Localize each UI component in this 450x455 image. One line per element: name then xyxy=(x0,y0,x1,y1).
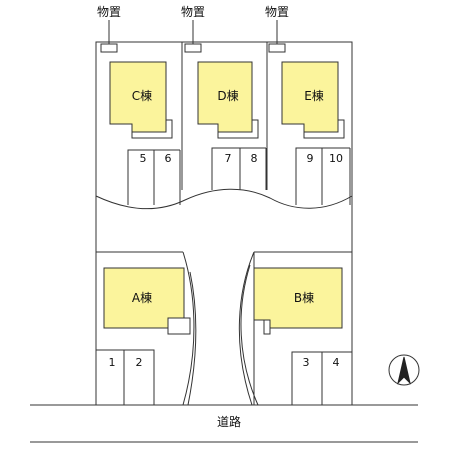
parking-space-number: 8 xyxy=(251,152,258,165)
building-label: C棟 xyxy=(132,88,152,103)
building-label: D棟 xyxy=(217,88,238,103)
storage-shed-c: 物置 xyxy=(97,5,121,53)
parking-space-number: 4 xyxy=(333,356,340,369)
parking-space-number: 10 xyxy=(329,152,343,165)
building-c: C棟 xyxy=(109,61,173,139)
parking-space-number: 2 xyxy=(136,356,143,369)
building-b: B棟 xyxy=(253,267,343,335)
parking-space-number: 1 xyxy=(109,356,116,369)
internal-road-edge-top xyxy=(95,188,353,209)
compass-north-arrow-icon xyxy=(388,354,420,386)
road-label: 道路 xyxy=(217,414,241,429)
driveway-curve-left-inner xyxy=(187,271,197,406)
building-label: A棟 xyxy=(132,290,152,305)
storage-label: 物置 xyxy=(181,5,205,19)
building-label: B棟 xyxy=(294,290,314,305)
parking-space-number: 9 xyxy=(307,152,314,165)
parking-space-number: 5 xyxy=(140,152,147,165)
parking-group-7-8: 7 8 xyxy=(211,147,267,190)
parking-group-3-4: 3 4 xyxy=(291,351,352,405)
building-a: A棟 xyxy=(103,267,191,335)
storage-label: 物置 xyxy=(97,5,121,19)
parking-space-number: 7 xyxy=(225,152,232,165)
driveway-curve-right-inner xyxy=(240,264,259,406)
parking-group-9-10: 9 10 xyxy=(295,147,351,205)
parking-group-1-2: 1 2 xyxy=(96,349,155,405)
parking-space-number: 6 xyxy=(165,152,172,165)
storage-shed-d: 物置 xyxy=(181,5,205,53)
storage-shed-e: 物置 xyxy=(265,5,289,53)
storage-label: 物置 xyxy=(265,5,289,19)
building-e: E棟 xyxy=(281,61,345,139)
parking-group-5-6: 5 6 xyxy=(127,149,181,205)
parking-space-number: 3 xyxy=(303,356,310,369)
driveway-curve-left xyxy=(182,251,195,406)
driveway-curve-right xyxy=(238,251,255,406)
building-label: E棟 xyxy=(304,88,324,103)
building-d: D棟 xyxy=(197,61,259,139)
